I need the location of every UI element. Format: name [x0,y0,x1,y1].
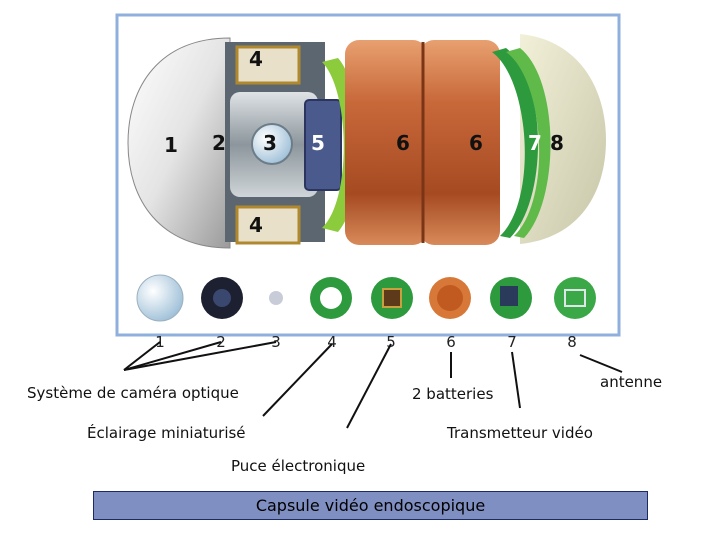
capsule-number: 4 [249,213,263,237]
component-number: 8 [567,333,577,351]
battery-2 [420,40,500,245]
component-number: 6 [446,333,456,351]
capsule-number: 4 [249,47,263,71]
led-board-bottom [237,207,299,243]
title-text: Capsule vidéo endoscopique [256,496,485,515]
capsule-number: 3 [263,131,277,155]
component-camera-lens [213,289,231,307]
leader-line [512,352,520,408]
transmitter-label: Transmetteur vidéo [447,424,593,442]
lighting-label: Éclairage miniaturisé [87,424,246,442]
capsule-number: 1 [164,133,178,157]
capsule-number: 2 [212,131,226,155]
batteries-label: 2 batteries [412,385,493,403]
component-small-lens [269,291,283,305]
capsule-number: 8 [550,131,564,155]
capsule-number: 6 [469,131,483,155]
antenna-label: antenne [600,373,662,391]
component-led-ring-center [320,287,342,309]
chip-label: Puce électronique [231,457,365,475]
capsule-number: 5 [311,131,325,155]
leader-line [263,344,332,416]
component-battery-center [437,285,463,311]
camera-system-label: Système de caméra optique [27,384,239,402]
component-lens [137,275,183,321]
led-board-top [237,47,299,83]
component-number: 7 [507,333,517,351]
capsule-number: 7 [528,131,542,155]
component-chip [383,289,401,307]
leader-line [347,344,391,428]
component-transmitter-chip [500,286,518,306]
leader-line [124,342,221,370]
capsule-number: 6 [396,131,410,155]
component-antenna [554,277,596,319]
battery-1 [345,40,427,245]
leader-line [124,342,276,370]
leader-line [580,355,622,372]
title-banner: Capsule vidéo endoscopique [93,491,648,520]
